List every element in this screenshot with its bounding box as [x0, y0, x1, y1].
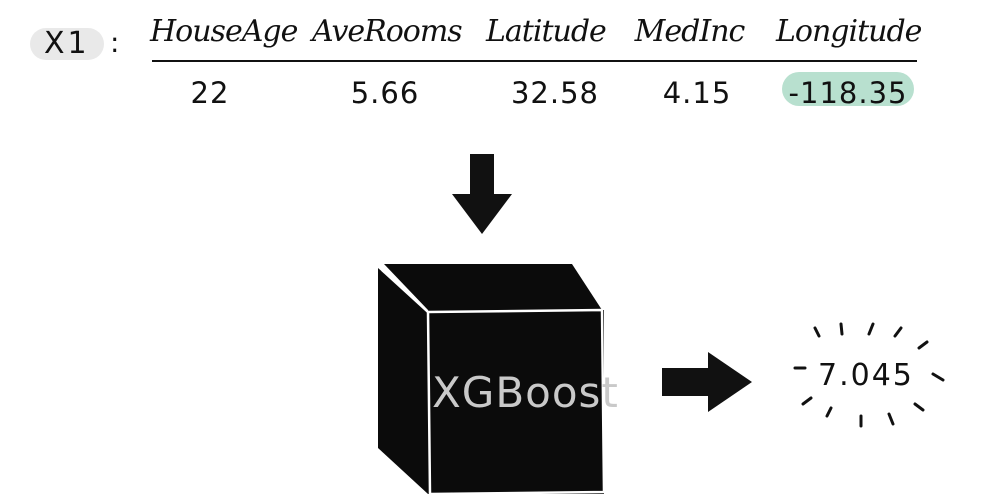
row-label-pill	[30, 28, 104, 60]
feature-name-medinc: MedInc	[634, 14, 746, 49]
feature-value-houseage: 22	[190, 76, 230, 110]
row-label: X1	[44, 26, 90, 61]
down-arrow-icon	[452, 154, 512, 234]
model-label: XGBoost	[432, 368, 619, 417]
sparkle-burst-icon	[793, 322, 945, 428]
feature-value-latitude: 32.58	[510, 76, 600, 110]
feature-name-longitude: Longitude	[776, 14, 922, 49]
row-colon: :	[110, 26, 120, 59]
feature-name-latitude: Latitude	[486, 14, 607, 49]
feature-name-averooms: AveRooms	[312, 14, 463, 49]
feature-name-houseage: HouseAge	[150, 14, 298, 49]
right-arrow-icon	[662, 352, 752, 412]
cube-icon	[378, 264, 606, 496]
feature-value-averooms: 5.66	[350, 76, 420, 110]
feature-value-medinc: 4.15	[662, 76, 732, 110]
highlight-pill	[782, 72, 914, 106]
feature-value-longitude: -118.35	[788, 76, 908, 110]
prediction-value: 7.045	[818, 358, 914, 393]
table-divider	[152, 60, 917, 62]
